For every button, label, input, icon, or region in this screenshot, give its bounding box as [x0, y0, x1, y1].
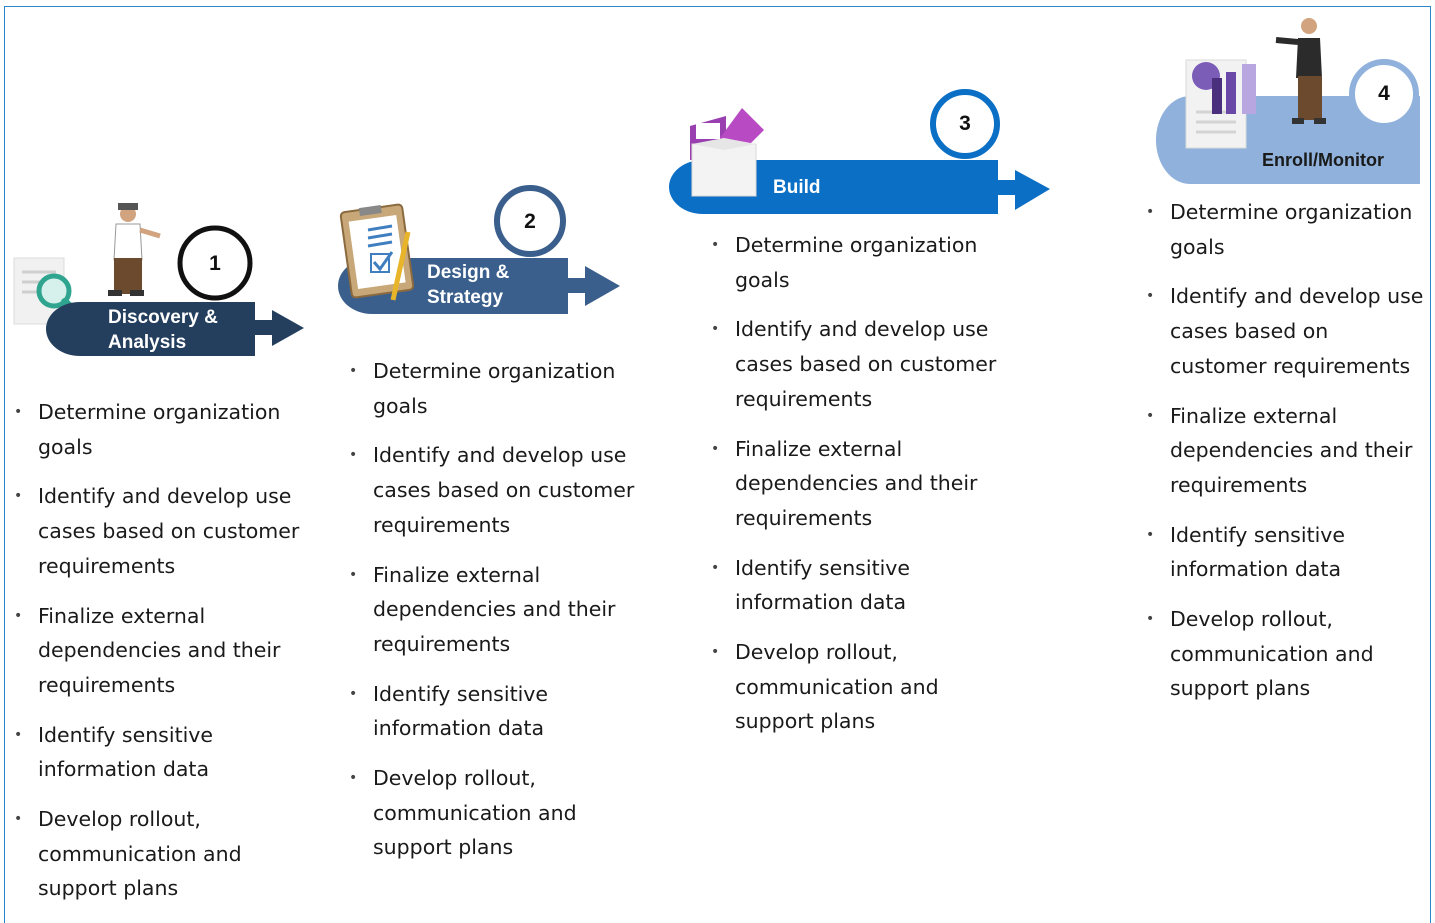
list-item: Finalize external dependencies and their…	[14, 599, 304, 703]
list-item: Determine organization goals	[711, 228, 1011, 297]
task-list: Determine organization goals Identify an…	[349, 354, 649, 880]
list-item: Develop rollout, communication and suppo…	[711, 635, 1011, 739]
list-item: Identify and develop use cases based on …	[349, 438, 649, 542]
stage-3-graphic	[669, 89, 1050, 214]
task-list: Determine organization goals Identify an…	[1146, 195, 1428, 721]
list-item: Develop rollout, communication and suppo…	[14, 802, 304, 906]
stage-1-graphic	[13, 203, 304, 356]
stage-number-badge: 2	[524, 210, 536, 233]
diagram-frame	[4, 6, 1431, 923]
stage-label: Enroll/Monitor	[1262, 150, 1384, 170]
list-item: Identify and develop use cases based on …	[1146, 279, 1428, 383]
box-shapes-icon	[690, 108, 764, 197]
task-list: Determine organization goals Identify an…	[711, 228, 1011, 754]
list-item: Determine organization goals	[14, 395, 304, 464]
list-item: Identify sensitive information data	[711, 551, 1011, 620]
bar-chart-presenter-icon	[1185, 18, 1326, 149]
list-item: Identify sensitive information data	[14, 718, 304, 787]
stage-2-graphic	[338, 185, 620, 314]
stage-number-badge: 1	[209, 252, 221, 275]
task-list: Determine organization goals Identify an…	[14, 395, 304, 921]
list-item: Identify sensitive information data	[1146, 518, 1428, 587]
magnifier-document-icon	[13, 257, 92, 329]
list-item: Finalize external dependencies and their…	[1146, 399, 1428, 503]
list-item: Finalize external dependencies and their…	[711, 432, 1011, 536]
list-item: Identify sensitive information data	[349, 677, 649, 746]
stage-label: Design & Strategy	[427, 262, 510, 308]
list-item: Identify and develop use cases based on …	[711, 312, 1011, 416]
stage-number-badge: 3	[959, 112, 971, 135]
list-item: Determine organization goals	[1146, 195, 1428, 264]
person-figure-icon	[108, 203, 161, 296]
stage-design-strategy: 2 Design & Strategy Determine organizati…	[0, 0, 660, 923]
list-item: Identify and develop use cases based on …	[14, 479, 304, 583]
list-item: Develop rollout, communication and suppo…	[349, 761, 649, 865]
stage-label: Build	[773, 177, 821, 198]
list-item: Develop rollout, communication and suppo…	[1146, 602, 1428, 706]
stage-number-badge: 4	[1378, 82, 1390, 105]
stage-4-graphic	[1156, 18, 1420, 184]
list-item: Finalize external dependencies and their…	[349, 558, 649, 662]
list-item: Determine organization goals	[349, 354, 649, 423]
stage-label: Discovery & Analysis	[108, 307, 218, 353]
clipboard-checklist-icon	[339, 203, 415, 301]
stage-build: 3 Build Determine organization goals Ide…	[0, 0, 1080, 923]
stage-discovery-analysis: 1 Discovery & Analysis Determine organiz…	[0, 0, 320, 923]
